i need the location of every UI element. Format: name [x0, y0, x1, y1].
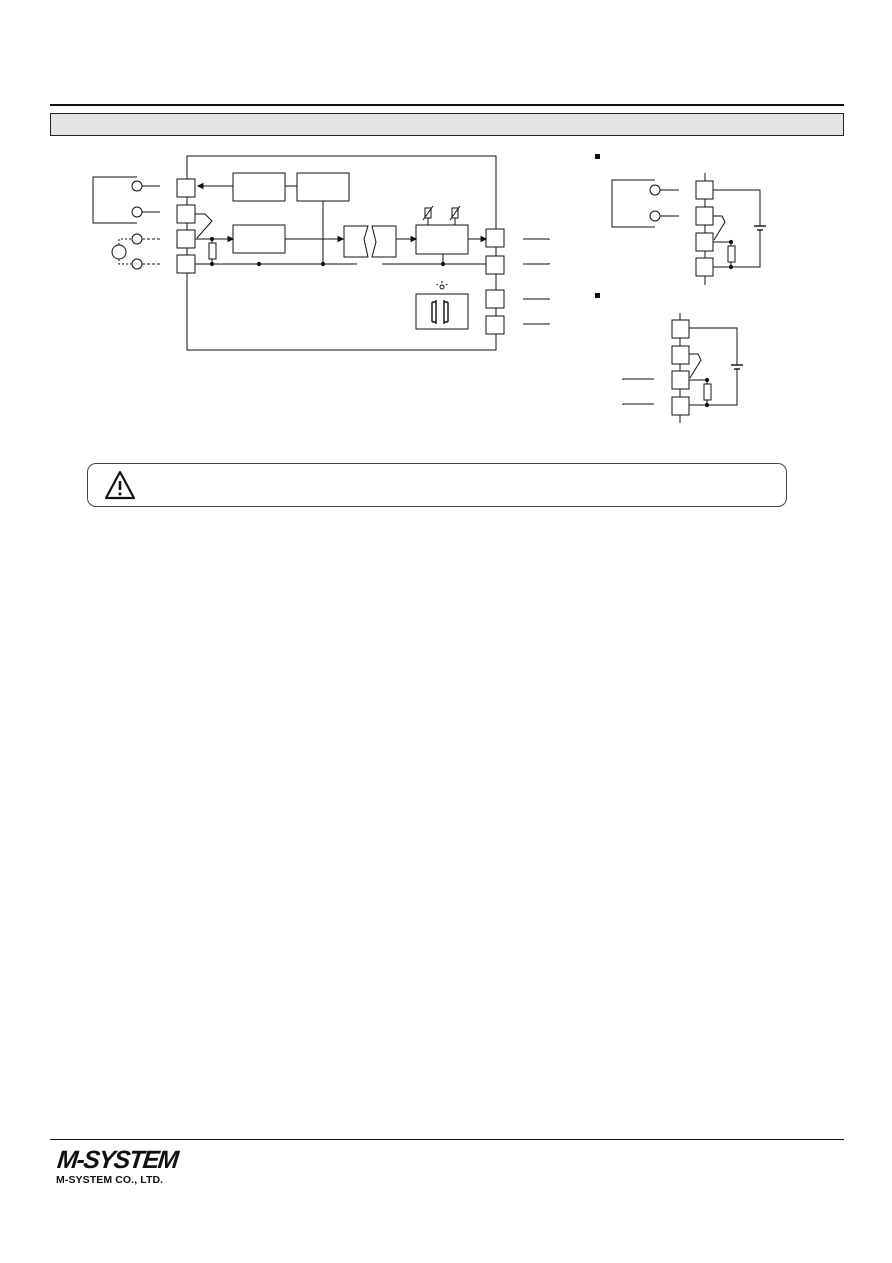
company-logo: M-SYSTEM M-SYSTEM CO., LTD. [55, 1146, 179, 1186]
transformer-icon [431, 300, 449, 324]
connection-example-2 [595, 293, 743, 423]
power-supply-block [415, 293, 469, 330]
logo-wordmark: M-SYSTEM [55, 1146, 179, 1174]
warning-note-box [87, 463, 787, 507]
led-indicator-icon [436, 281, 448, 290]
power-terminal [485, 289, 505, 309]
input-terminal [176, 254, 196, 274]
bottom-rule [50, 1139, 844, 1140]
isolation-barrier [343, 225, 369, 258]
input-terminal [176, 178, 196, 198]
input-connector [131, 206, 143, 218]
block-diagram-and-connections [92, 154, 766, 423]
company-name: M-SYSTEM CO., LTD. [56, 1174, 164, 1186]
input-connector [131, 233, 143, 245]
input-connector [131, 180, 143, 192]
output-terminal [485, 228, 505, 248]
external-device [111, 244, 127, 260]
block-diagram [92, 155, 550, 351]
function-block [232, 172, 286, 202]
power-terminal [485, 315, 505, 335]
sensor-outline [92, 176, 137, 224]
top-rule [50, 104, 844, 106]
section-heading-band [50, 113, 844, 136]
square-bullet-icon [595, 154, 600, 159]
shunt-resistor [208, 242, 217, 260]
isolation-barrier [371, 225, 397, 258]
square-bullet-icon [595, 293, 600, 298]
warning-triangle-icon [104, 470, 136, 500]
input-terminal [176, 229, 196, 249]
input-terminal [176, 204, 196, 224]
output-terminal [485, 255, 505, 275]
connection-example-1 [595, 154, 766, 285]
input-connector [131, 258, 143, 270]
